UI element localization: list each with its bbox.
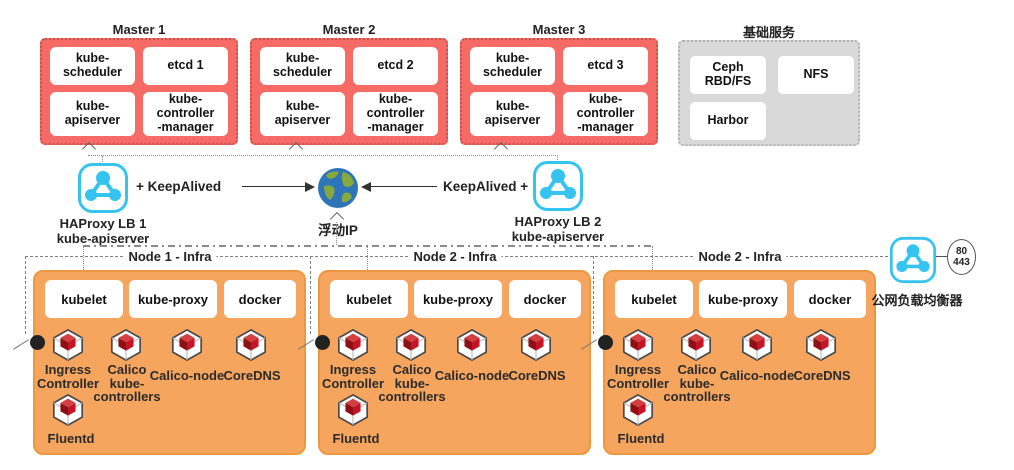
pod-icon	[234, 328, 268, 362]
node3-ingress-line	[593, 256, 594, 334]
pod-icon	[51, 393, 85, 427]
component-etcd: etcd 3	[563, 47, 648, 85]
floating-ip-drop-line	[336, 222, 337, 245]
pod-calico-node-label: Calico-node	[434, 368, 510, 383]
arrow-left-icon	[361, 182, 371, 192]
component-kube-apiserver: kube- apiserver	[260, 92, 345, 136]
daemon-kubelet: kubelet	[45, 280, 123, 318]
pod-icon	[455, 328, 489, 362]
base-services-box: Ceph RBD/FS NFS Harbor	[678, 40, 860, 146]
pod-icon	[170, 328, 204, 362]
component-etcd: etcd 2	[353, 47, 438, 85]
public-load-balancer-icon	[889, 236, 937, 284]
service-ceph: Ceph RBD/FS	[690, 56, 766, 94]
haproxy-lb2-icon	[532, 160, 584, 212]
component-kube-controller-manager: kube- controller -manager	[563, 92, 648, 136]
component-etcd: etcd 1	[143, 47, 228, 85]
pod-icon	[109, 328, 143, 362]
node1-feed-line	[83, 246, 84, 270]
daemon-kubelet: kubelet	[615, 280, 693, 318]
pod-icon	[621, 328, 655, 362]
connector-dot	[315, 335, 330, 350]
master-1-title: Master 1	[112, 22, 166, 37]
node2-feed-line	[367, 246, 368, 270]
apiserver-bus-line	[88, 155, 558, 156]
component-kube-scheduler: kube- scheduler	[260, 47, 345, 85]
pod-ingress-controller-label: Ingress Controller	[36, 362, 100, 391]
ports-badge: 80 443	[947, 239, 976, 275]
pod-ingress-controller-label: Ingress Controller	[606, 362, 670, 391]
haproxy-lb2-name: HAProxy LB 2	[514, 214, 602, 229]
node1-title: Node 1 - Infra	[123, 249, 217, 264]
daemon-docker: docker	[794, 280, 866, 318]
arrow-right-icon	[305, 182, 315, 192]
haproxy-lb1-name: HAProxy LB 1	[59, 216, 147, 231]
pod-icon	[336, 328, 370, 362]
component-kube-controller-manager: kube- controller -manager	[353, 92, 438, 136]
floating-ip-label: 浮动IP	[318, 223, 358, 238]
keepalived-right-label: KeepAlived +	[443, 179, 529, 194]
pod-icon	[336, 393, 370, 427]
node2-ingress-line	[310, 256, 311, 334]
keepalived-right-arrow-line	[371, 186, 437, 187]
pod-coredns-label: CoreDNS	[793, 368, 851, 383]
keepalived-left-label: + KeepAlived	[136, 179, 222, 194]
daemon-docker: docker	[224, 280, 296, 318]
pod-calico-kube-controllers-label: Calico kube- controllers	[378, 362, 446, 404]
pod-icon	[519, 328, 553, 362]
haproxy-lb1-sub: kube-apiserver	[56, 231, 150, 246]
bus-drop-lb2-line	[557, 155, 558, 162]
component-kube-apiserver: kube- apiserver	[470, 92, 555, 136]
daemon-kubelet: kubelet	[330, 280, 408, 318]
connector-dot	[30, 335, 45, 350]
pod-icon	[394, 328, 428, 362]
master-2-title: Master 2	[322, 22, 376, 37]
haproxy-lb1-icon	[77, 162, 129, 214]
node3-title: Node 2 - Infra	[693, 249, 787, 264]
master-1-box: kube- scheduler etcd 1 kube- apiserver k…	[40, 38, 238, 145]
service-harbor: Harbor	[690, 102, 766, 140]
pod-coredns-label: CoreDNS	[508, 368, 566, 383]
ports-connector-line	[936, 256, 947, 257]
connector-slash	[13, 339, 29, 350]
keepalived-left-arrow-line	[242, 186, 306, 187]
daemon-kube-proxy: kube-proxy	[699, 280, 787, 318]
daemon-docker: docker	[509, 280, 581, 318]
service-nfs: NFS	[778, 56, 854, 94]
component-kube-scheduler: kube- scheduler	[470, 47, 555, 85]
pod-fluentd-label: Fluentd	[47, 431, 95, 446]
component-kube-apiserver: kube- apiserver	[50, 92, 135, 136]
pod-icon	[679, 328, 713, 362]
pod-calico-node-label: Calico-node	[719, 368, 795, 383]
node2-title: Node 2 - Infra	[408, 249, 502, 264]
bus-drop-lb1-line	[102, 156, 103, 164]
component-kube-scheduler: kube- scheduler	[50, 47, 135, 85]
component-kube-controller-manager: kube- controller -manager	[143, 92, 228, 136]
pod-coredns-label: CoreDNS	[223, 368, 281, 383]
master-3-box: kube- scheduler etcd 3 kube- apiserver k…	[460, 38, 658, 145]
floating-ip-globe-icon	[316, 166, 360, 210]
pod-icon	[740, 328, 774, 362]
haproxy-lb2-sub: kube-apiserver	[511, 229, 605, 244]
master-3-title: Master 3	[532, 22, 586, 37]
pod-icon	[51, 328, 85, 362]
pod-calico-kube-controllers-label: Calico kube- controllers	[663, 362, 731, 404]
base-services-title: 基础服务	[742, 25, 795, 40]
pod-icon	[804, 328, 838, 362]
daemon-kube-proxy: kube-proxy	[129, 280, 217, 318]
pod-calico-node-label: Calico-node	[149, 368, 225, 383]
node1-ingress-line	[25, 256, 26, 334]
pod-fluentd-label: Fluentd	[332, 431, 380, 446]
public-load-balancer-label: 公网负载均衡器	[871, 293, 963, 308]
master-2-box: kube- scheduler etcd 2 kube- apiserver k…	[250, 38, 448, 145]
pod-fluentd-label: Fluentd	[617, 431, 665, 446]
pod-icon	[621, 393, 655, 427]
connector-dot	[598, 335, 613, 350]
daemon-kube-proxy: kube-proxy	[414, 280, 502, 318]
node3-feed-line	[652, 246, 653, 270]
pod-calico-kube-controllers-label: Calico kube- controllers	[93, 362, 161, 404]
pod-ingress-controller-label: Ingress Controller	[321, 362, 385, 391]
